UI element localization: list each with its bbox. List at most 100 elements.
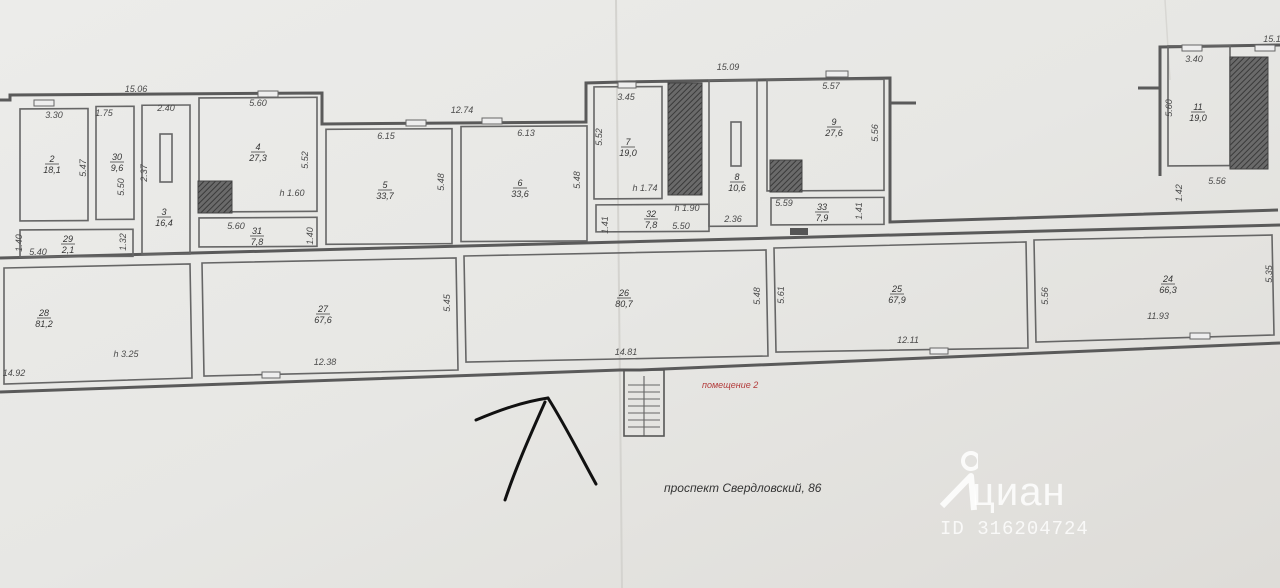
dimension-label: 5.40 xyxy=(29,247,47,257)
dimension-label: 5.60 xyxy=(249,98,267,108)
dimension-label: 5.35 xyxy=(1264,264,1274,283)
dimension-label: 2.37 xyxy=(139,163,149,183)
dimension-label: 5.45 xyxy=(442,293,452,312)
room-area: 18,1 xyxy=(43,165,61,175)
dimension-label: 3.30 xyxy=(45,110,63,120)
room-number: 31 xyxy=(252,226,262,236)
room-number: 28 xyxy=(38,308,49,318)
hand-drawn-arrow xyxy=(474,396,598,502)
room-number: 6 xyxy=(517,178,522,188)
room-number: 4 xyxy=(255,142,260,152)
dimension-label: 1.41 xyxy=(854,202,864,220)
room-number: 5 xyxy=(382,180,388,190)
room-area: 2,1 xyxy=(61,245,75,255)
shaft xyxy=(197,180,233,214)
lower-rooms xyxy=(3,234,1275,385)
room-number: 32 xyxy=(646,209,656,219)
ceiling-height-label: h 1.60 xyxy=(279,188,304,198)
windows xyxy=(33,44,1276,379)
dimension-label: 5.60 xyxy=(1164,99,1174,117)
dimension-label: 15.06 xyxy=(125,84,148,94)
premise-label: помещение 2 xyxy=(702,380,758,390)
entrance-stairs xyxy=(623,369,665,437)
room-number: 25 xyxy=(891,284,903,294)
dimension-label: 6.15 xyxy=(377,131,396,141)
dimension-label: 5.59 xyxy=(775,198,793,208)
shaft xyxy=(769,159,803,193)
dimension-label: 3.40 xyxy=(1185,54,1203,64)
room-labels: 218,1309,6316,4427,3533,7633,6719,0810,6… xyxy=(35,102,1207,329)
dimension-label: 1.40 xyxy=(14,234,24,252)
room-number: 24 xyxy=(1162,274,1173,284)
dimension-label: 5.52 xyxy=(300,151,310,169)
dimension-label: 5.48 xyxy=(752,287,762,305)
paper-fold xyxy=(1164,0,1171,81)
dimension-label: 1.42 xyxy=(1174,184,1184,202)
dimension-label: 15.1 xyxy=(1263,34,1280,44)
dimension-label: 14.81 xyxy=(615,347,638,357)
room-area: 10,6 xyxy=(728,183,746,193)
dimension-label: 3.45 xyxy=(617,92,636,102)
room-number: 8 xyxy=(734,172,739,182)
cian-watermark: циан ID 316204724 xyxy=(938,448,1168,548)
dimension-label: 1.32 xyxy=(118,233,128,251)
shaft xyxy=(1229,56,1269,170)
room-area: 27,6 xyxy=(824,128,843,138)
dimension-label: 12.11 xyxy=(897,335,919,345)
dimension-label: 5.50 xyxy=(116,178,126,196)
dimension-label: 1.41 xyxy=(600,216,610,234)
dimension-label: 6.13 xyxy=(517,128,535,138)
address-label: проспект Свердловский, 86 xyxy=(664,481,822,495)
dimension-label: 12.74 xyxy=(451,105,474,115)
paper-fold xyxy=(615,0,623,588)
dimension-label: 5.56 xyxy=(870,124,880,142)
dimension-label: 1.75 xyxy=(95,108,114,118)
room-number: 2 xyxy=(48,154,54,164)
room-number: 3 xyxy=(161,207,166,217)
room-area: 66,3 xyxy=(1159,285,1177,295)
room-area: 19,0 xyxy=(1189,113,1207,123)
shaft xyxy=(667,82,703,196)
dimension-label: 5.56 xyxy=(1208,176,1226,186)
room-area: 67,9 xyxy=(888,295,906,305)
dimension-label: 2.36 xyxy=(723,214,742,224)
room-number: 30 xyxy=(112,152,122,162)
dimension-label: 2.40 xyxy=(156,103,175,113)
dimension-label: 5.48 xyxy=(572,171,582,189)
room-number: 26 xyxy=(618,288,629,298)
room-number: 7 xyxy=(625,137,631,147)
dimension-label: 1.40 xyxy=(305,227,315,245)
room-number: 27 xyxy=(317,304,329,314)
dimension-label: 12.38 xyxy=(314,357,337,367)
vent xyxy=(730,121,742,167)
dimension-label: 14.92 xyxy=(3,368,26,378)
shaft xyxy=(790,228,808,235)
room-area: 81,2 xyxy=(35,319,53,329)
room-number: 33 xyxy=(817,202,827,212)
dimension-label: 5.61 xyxy=(776,286,786,304)
room-area: 33,6 xyxy=(511,189,529,199)
room-area: 67,6 xyxy=(314,315,332,325)
room-area: 16,4 xyxy=(155,218,173,228)
room-area: 7,8 xyxy=(251,237,264,247)
room-area: 19,0 xyxy=(619,148,637,158)
dimension-label: 5.57 xyxy=(822,81,841,91)
room-number: 9 xyxy=(831,117,836,127)
dimension-label: 11.93 xyxy=(1147,311,1169,321)
room-area: 7,9 xyxy=(816,213,829,223)
room-number: 11 xyxy=(1193,102,1202,112)
ceiling-height-label: h 1.74 xyxy=(632,183,657,193)
dimension-label: 5.56 xyxy=(1040,287,1050,305)
room-area: 33,7 xyxy=(376,191,395,201)
watermark-brand: циан xyxy=(972,470,1066,514)
dimension-label: 5.52 xyxy=(594,128,604,146)
dimension-label: 5.47 xyxy=(78,158,88,177)
room-area: 7,8 xyxy=(645,220,658,230)
dimension-label: 5.48 xyxy=(436,173,446,191)
room-number: 29 xyxy=(62,234,73,244)
location-pin-icon xyxy=(939,451,978,511)
